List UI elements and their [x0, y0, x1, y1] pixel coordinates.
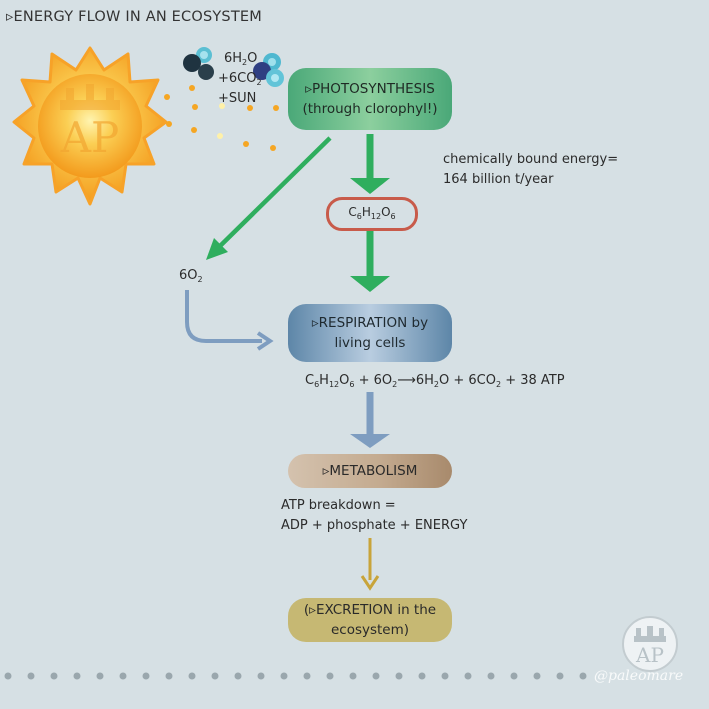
metabolism-label: ▹METABOLISM	[322, 463, 418, 479]
respiration-sublabel: living cells	[334, 335, 406, 351]
oxygen-label: 6O2	[179, 268, 203, 284]
sun-logo-text: AP	[60, 113, 120, 162]
glucose-box: C6H12O6	[326, 197, 418, 231]
arrow-photosynthesis-to-oxygen	[206, 136, 332, 260]
arrow-oxygen-to-respiration	[185, 290, 274, 351]
excretion-box: (▹EXCRETION in the ecosystem)	[288, 598, 452, 642]
input-water: 6H2O	[224, 51, 258, 67]
photosynthesis-sublabel: (through clorophyl!)	[302, 101, 438, 117]
photosynthesis-box: ▹PHOTOSYNTHESIS (through clorophyl!)	[288, 68, 452, 130]
water-molecule-icon	[183, 47, 214, 80]
arrow-glucose-to-respiration	[350, 231, 390, 292]
excretion-label: (▹EXCRETION in the	[303, 602, 437, 618]
arrow-respiration-to-metabolism	[350, 392, 390, 448]
excretion-sublabel: ecosystem)	[330, 622, 410, 638]
logo-watermark-icon: AP	[622, 616, 678, 672]
respiration-label: ▹RESPIRATION by	[311, 315, 429, 331]
page-title: ▹ENERGY FLOW IN AN ECOSYSTEM	[6, 9, 262, 25]
dotted-divider	[4, 672, 587, 680]
input-sun: +SUN	[218, 91, 257, 106]
co2-molecule-icon	[253, 53, 284, 87]
logo-text: AP	[635, 643, 664, 667]
respiration-equation: C6H12O6 + 6O2⟶6H2O + 6CO2 + 38 ATP	[305, 373, 565, 389]
atp-annotation: ATP breakdown = ADP + phosphate + ENERGY	[281, 498, 468, 533]
arrow-metabolism-to-excretion	[360, 538, 380, 591]
sun-icon: AP	[12, 46, 168, 206]
watermark-text: @paleomare	[594, 668, 684, 684]
sun-rays-dots	[164, 85, 279, 151]
arrow-photosynthesis-to-glucose	[350, 134, 390, 194]
photosynthesis-label: ▹PHOTOSYNTHESIS	[305, 81, 435, 97]
respiration-box: ▹RESPIRATION by living cells	[288, 304, 452, 362]
metabolism-box: ▹METABOLISM	[288, 454, 452, 488]
input-co2: +6CO2	[218, 71, 262, 87]
energy-annotation: chemically bound energy= 164 billion t/y…	[443, 152, 619, 187]
